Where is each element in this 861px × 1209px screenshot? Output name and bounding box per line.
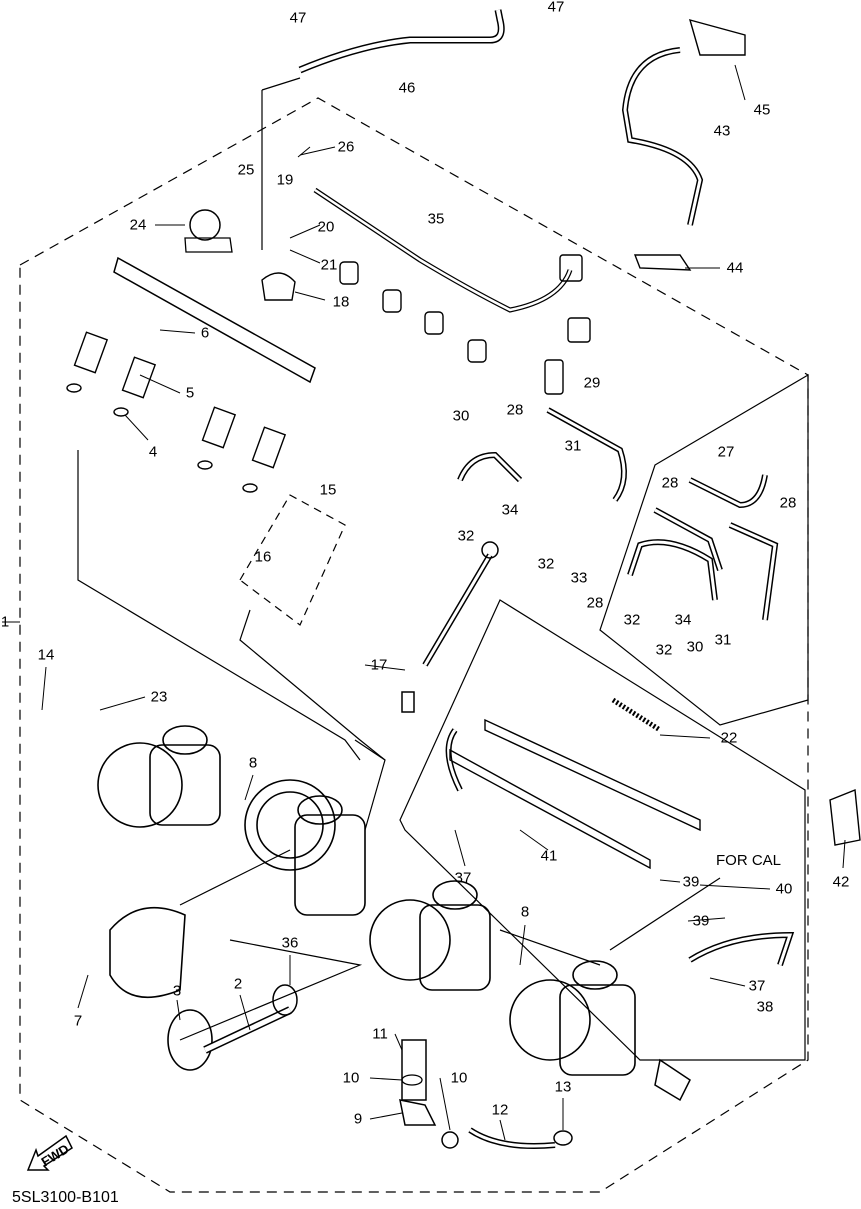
callout-4: 4 — [148, 443, 158, 461]
callout-33: 33 — [570, 569, 588, 587]
callout-28: 28 — [586, 594, 604, 612]
callout-2: 2 — [233, 975, 243, 993]
callout-7: 7 — [73, 1012, 83, 1030]
callout-22: 22 — [720, 729, 738, 747]
callout-9: 9 — [353, 1110, 363, 1128]
callout-45: 45 — [753, 101, 771, 119]
callout-38: 38 — [756, 998, 774, 1016]
callout-30: 30 — [452, 407, 470, 425]
callout-28: 28 — [779, 494, 797, 512]
callout-13: 13 — [554, 1078, 572, 1096]
callout-30: 30 — [686, 638, 704, 656]
throttle-bodies — [97, 725, 636, 1076]
forward-arrow-icon: FWD — [26, 1128, 76, 1178]
callout-18: 18 — [332, 293, 350, 311]
callout-36: 36 — [281, 934, 299, 952]
callout-1: 1 — [0, 613, 10, 631]
callout-28: 28 — [661, 474, 679, 492]
callout-11: 11 — [372, 1025, 388, 1043]
callout-8: 8 — [248, 754, 258, 772]
callout-41: 41 — [540, 847, 558, 865]
callout-15: 15 — [319, 481, 337, 499]
callout-19: 19 — [276, 171, 294, 189]
callout-5: 5 — [185, 384, 195, 402]
callout-23: 23 — [150, 688, 168, 706]
callout-21: 21 — [320, 256, 338, 274]
callout-27: 27 — [717, 443, 735, 461]
callout-6: 6 — [200, 324, 210, 342]
callout-46: 46 — [398, 79, 416, 97]
for-cal-note: FOR CAL — [716, 852, 782, 869]
callout-39: 39 — [682, 873, 700, 891]
drawing-code: 5SL3100-B101 — [12, 1189, 119, 1206]
callout-47: 47 — [547, 0, 565, 16]
callout-16: 16 — [254, 548, 272, 566]
callout-28: 28 — [506, 401, 524, 419]
callout-10: 10 — [342, 1069, 360, 1087]
callout-12: 12 — [491, 1101, 509, 1119]
callout-29: 29 — [583, 374, 601, 392]
callout-42: 42 — [832, 873, 850, 891]
callout-32: 32 — [537, 555, 555, 573]
callout-8: 8 — [520, 903, 530, 921]
callout-43: 43 — [713, 122, 731, 140]
callout-37: 37 — [748, 977, 766, 995]
leader-lines — [41, 64, 846, 1141]
callout-34: 34 — [501, 501, 519, 519]
callout-25: 25 — [237, 161, 255, 179]
callout-26: 26 — [337, 138, 355, 156]
callout-32: 32 — [457, 527, 475, 545]
callout-20: 20 — [317, 218, 335, 236]
callout-44: 44 — [726, 259, 744, 277]
screw-kit-box-15 — [239, 494, 346, 626]
callout-3: 3 — [172, 982, 182, 1000]
callout-35: 35 — [427, 210, 445, 228]
fuel-rail — [113, 256, 316, 384]
callout-32: 32 — [655, 641, 673, 659]
wire-harness-35 — [313, 187, 573, 313]
callout-17: 17 — [370, 656, 388, 674]
callout-31: 31 — [564, 437, 582, 455]
callout-10: 10 — [450, 1069, 468, 1087]
callout-40: 40 — [775, 880, 793, 898]
callout-24: 24 — [129, 216, 147, 234]
callout-34: 34 — [674, 611, 692, 629]
callout-37: 37 — [454, 869, 472, 887]
injectors — [66, 331, 287, 493]
callout-14: 14 — [37, 646, 55, 664]
callout-32: 32 — [623, 611, 641, 629]
callout-47: 47 — [289, 9, 307, 27]
callout-31: 31 — [714, 631, 732, 649]
callout-39: 39 — [692, 912, 710, 930]
